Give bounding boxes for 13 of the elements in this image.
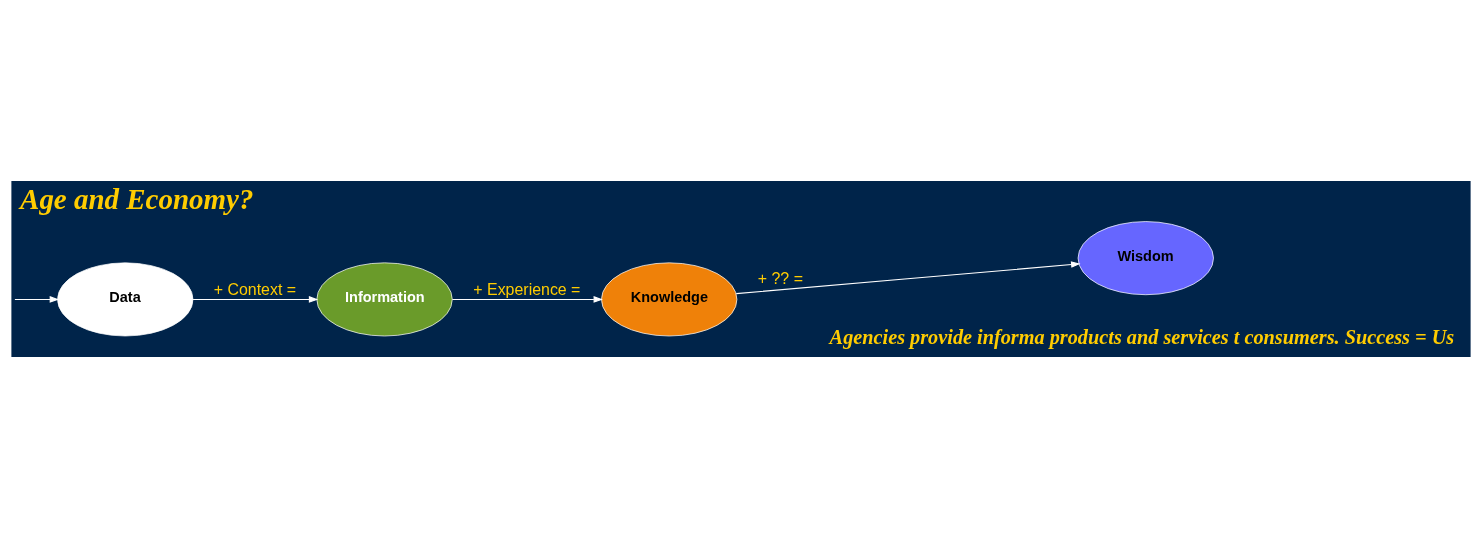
arrow	[14, 296, 60, 303]
node-ellipse: Wisdom	[1077, 221, 1214, 296]
edge-label: + Experience =	[473, 280, 581, 298]
node-ellipse: Information	[316, 262, 453, 337]
arrow	[192, 296, 319, 303]
node-ellipse: Data	[57, 262, 194, 337]
arrow	[451, 296, 603, 303]
diagram-title: Age and Economy?	[20, 183, 254, 216]
edge-label: + ?? =	[757, 269, 803, 287]
edge-label: + Context =	[213, 280, 297, 298]
node-ellipse: Knowledge	[601, 262, 738, 337]
arrow	[735, 261, 1081, 295]
label: Agencies provide informa products and services t consumers. Success = Us	[829, 326, 1455, 349]
